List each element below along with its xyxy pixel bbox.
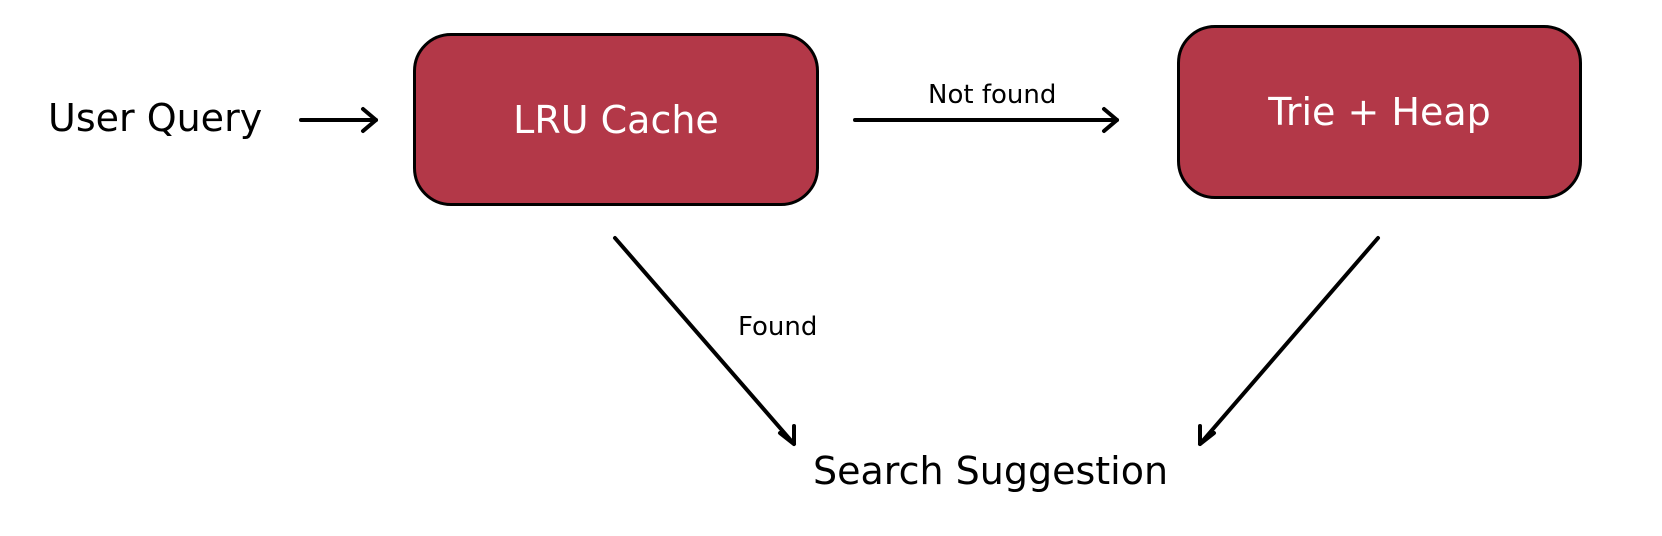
arrow-trie-to-result bbox=[1198, 236, 1380, 446]
trie-heap-node: Trie + Heap bbox=[1177, 25, 1582, 199]
lru-cache-label: LRU Cache bbox=[513, 97, 719, 142]
not-found-edge-label: Not found bbox=[928, 80, 1057, 110]
lru-cache-node: LRU Cache bbox=[413, 33, 819, 206]
trie-heap-label: Trie + Heap bbox=[1268, 90, 1491, 134]
user-query-label: User Query bbox=[48, 96, 263, 140]
arrow-lru-to-result bbox=[613, 236, 796, 446]
search-suggestion-label: Search Suggestion bbox=[813, 449, 1169, 493]
found-edge-label: Found bbox=[738, 312, 818, 342]
arrow-lru-to-trie bbox=[853, 107, 1119, 133]
arrow-query-to-lru bbox=[299, 107, 378, 133]
